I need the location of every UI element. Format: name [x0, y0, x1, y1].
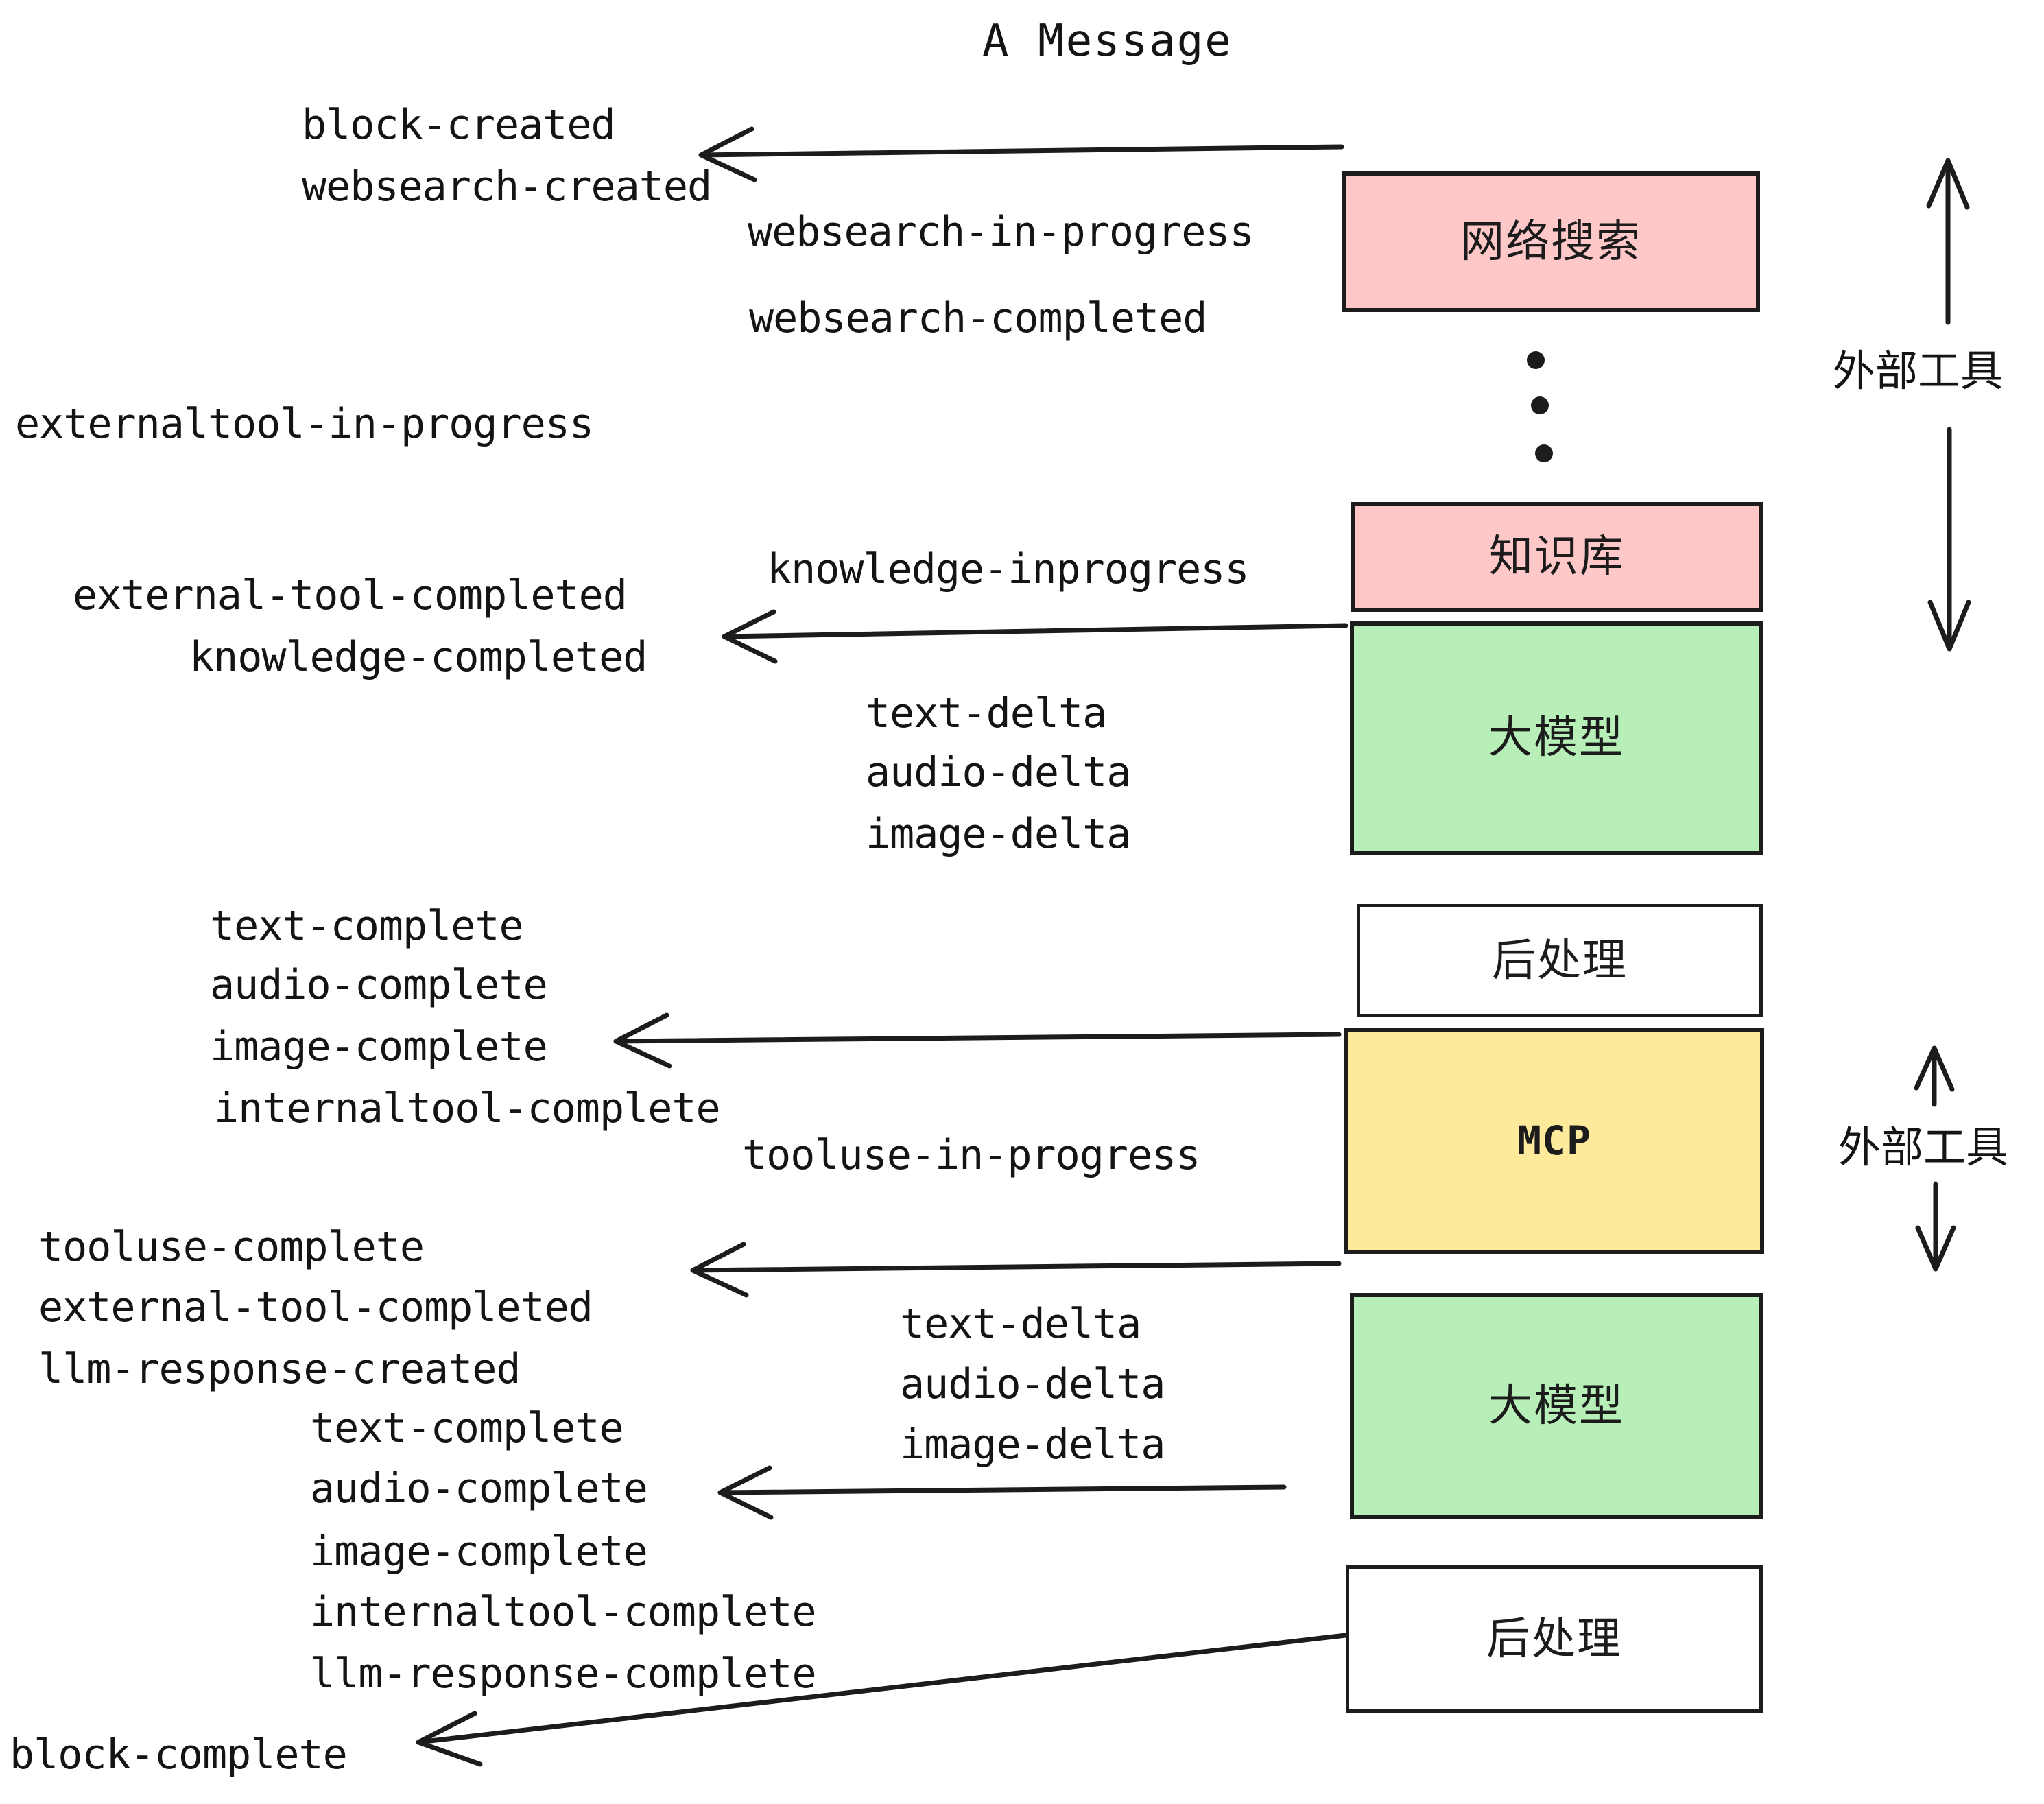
event-internaltool-complete-2: internaltool-complete	[310, 1588, 817, 1636]
box-llm-2-label: 大模型	[1488, 1381, 1624, 1432]
box-llm-2[interactable]: 大模型	[1350, 1293, 1763, 1519]
event-externaltool-in-progress: externaltool-in-progress	[15, 400, 594, 448]
box-postprocess-1-label: 后处理	[1492, 935, 1628, 986]
event-audio-complete-1: audio-complete	[210, 961, 548, 1009]
ellipsis-dot	[1531, 396, 1549, 414]
event-knowledge-completed: knowledge-completed	[189, 633, 647, 681]
arrow-websearch-to-block	[698, 126, 1344, 182]
event-text-delta-1: text-delta	[866, 689, 1107, 737]
box-websearch-label: 网络搜索	[1460, 216, 1641, 268]
event-external-tool-completed-1: external-tool-completed	[73, 571, 628, 619]
event-external-tool-completed-2: external-tool-completed	[38, 1283, 593, 1331]
label-external-tools-bottom: 外部工具	[1838, 1122, 2009, 1172]
event-block-created: block-created	[302, 101, 616, 149]
arrow-llm2-to-tooluse	[690, 1242, 1342, 1298]
double-arrow-external-tools-top	[1926, 158, 1971, 652]
event-text-delta-2: text-delta	[900, 1300, 1141, 1348]
event-image-complete-1: image-complete	[210, 1023, 548, 1071]
event-knowledge-inprogress: knowledge-inprogress	[767, 545, 1249, 593]
box-websearch[interactable]: 网络搜索	[1342, 171, 1760, 312]
arrow-mcp-to-image	[613, 1012, 1342, 1069]
event-block-complete: block-complete	[10, 1731, 348, 1779]
box-llm-1[interactable]: 大模型	[1350, 621, 1763, 855]
arrow-llm1-to-knowledge	[722, 609, 1348, 664]
event-audio-complete-2: audio-complete	[310, 1464, 648, 1512]
event-image-complete-2: image-complete	[310, 1528, 648, 1576]
event-text-complete-2: text-complete	[310, 1404, 624, 1452]
event-text-complete-1: text-complete	[210, 902, 524, 950]
box-postprocess-1[interactable]: 后处理	[1357, 904, 1763, 1017]
event-audio-delta-1: audio-delta	[866, 748, 1131, 796]
event-tooluse-in-progress: tooluse-in-progress	[742, 1131, 1200, 1179]
box-postprocess-2-label: 后处理	[1486, 1613, 1622, 1665]
event-audio-delta-2: audio-delta	[900, 1360, 1165, 1408]
event-llm-response-complete: llm-response-complete	[310, 1650, 817, 1698]
ellipsis-dot	[1527, 351, 1545, 369]
arrow-llm2-to-audio	[717, 1465, 1287, 1520]
diagram-title: A Message	[982, 16, 1233, 67]
event-websearch-created: websearch-created	[302, 163, 712, 211]
box-postprocess-2[interactable]: 后处理	[1346, 1565, 1763, 1713]
label-external-tools-top: 外部工具	[1833, 346, 2004, 396]
event-internaltool-complete-1: internaltool-complete	[214, 1084, 721, 1132]
event-image-delta-2: image-delta	[900, 1421, 1165, 1469]
box-llm-1-label: 大模型	[1488, 713, 1624, 763]
event-llm-response-created: llm-response-created	[38, 1345, 521, 1393]
box-knowledge-label: 知识库	[1489, 532, 1625, 582]
event-image-delta-1: image-delta	[866, 810, 1131, 858]
box-mcp-label: MCP	[1517, 1117, 1591, 1164]
event-websearch-completed: websearch-completed	[749, 294, 1207, 342]
ellipsis-dot	[1535, 444, 1553, 462]
box-knowledge[interactable]: 知识库	[1351, 502, 1763, 612]
event-tooluse-complete: tooluse-complete	[38, 1223, 425, 1271]
box-mcp[interactable]: MCP	[1344, 1028, 1764, 1254]
event-websearch-in-progress: websearch-in-progress	[748, 208, 1255, 256]
